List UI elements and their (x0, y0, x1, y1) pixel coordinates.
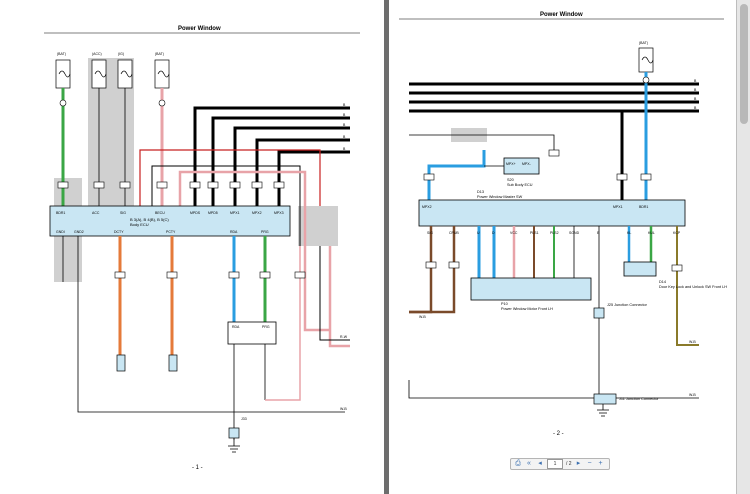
body-ecu-subtitle: Body ECU (130, 222, 149, 227)
zoom-in-icon[interactable]: + (598, 460, 603, 467)
fuse-3 (117, 59, 133, 89)
svg-text:J33: J33 (241, 417, 247, 421)
svg-text:BDR1: BDR1 (56, 211, 65, 215)
sub-body-ecu (503, 157, 540, 175)
svg-text:W-B: W-B (340, 407, 347, 411)
body-ecu-name: B 3(A), B 4(B), B 5(C) (130, 217, 169, 222)
diagram-page-2: Power Window (389, 0, 736, 494)
svg-text:PLS1: PLS1 (530, 231, 539, 235)
svg-text:SIG: SIG (120, 211, 126, 215)
body-ecu-box (49, 205, 291, 237)
svg-text:MPX2: MPX2 (252, 211, 262, 215)
svg-text:SGND: SGND (569, 231, 580, 235)
vertical-scrollbar[interactable] (736, 0, 750, 494)
svg-text:PCTY: PCTY (166, 230, 176, 234)
wiring-diagram-1: (BAT) (ACC) (IG) (BAT) BDR1 ACC SIG BECU… (44, 32, 360, 453)
svg-text:E: E (597, 231, 600, 235)
svg-text:GNDI: GNDI (56, 230, 65, 234)
svg-text:KCP: KCP (673, 231, 681, 235)
svg-text:D13: D13 (477, 190, 484, 194)
svg-text:Power Window Motor Front LH: Power Window Motor Front LH (501, 307, 553, 311)
svg-text:B: B (343, 123, 346, 127)
svg-text:(BAT): (BAT) (639, 41, 648, 45)
svg-text:B: B (694, 106, 697, 110)
svg-text:PRG: PRG (261, 230, 269, 234)
wiring-diagram-2: (BAT) MPX2 MPX1 BDR1 SIG CPUB U D VCC PL… (399, 18, 727, 417)
page-title: Power Window (540, 12, 583, 18)
prev-page-icon[interactable]: ◂ (538, 460, 542, 467)
svg-text:PRG: PRG (262, 325, 270, 329)
fuse-label: (BAT) (57, 52, 66, 56)
svg-text:SIG: SIG (427, 231, 433, 235)
svg-text:VCC: VCC (510, 231, 518, 235)
svg-text:(ACC): (ACC) (92, 52, 102, 56)
svg-text:U: U (477, 231, 480, 235)
page-number: - 1 - (192, 465, 203, 471)
first-page-icon[interactable]: « (527, 460, 531, 467)
svg-text:B: B (343, 135, 346, 139)
svg-text:R-W: R-W (340, 335, 348, 339)
door-control-receiver (227, 321, 277, 345)
svg-text:J11 Junction Connector: J11 Junction Connector (619, 397, 659, 401)
svg-text:D14: D14 (659, 280, 666, 284)
svg-text:ACC: ACC (92, 211, 100, 215)
svg-text:J25 Junction Connector: J25 Junction Connector (607, 303, 648, 307)
door-key-lock-switch (623, 261, 657, 277)
page-divider (384, 0, 389, 494)
svg-text:B: B (343, 103, 346, 107)
zoom-out-icon[interactable]: − (587, 460, 592, 467)
svg-text:MPX2: MPX2 (422, 205, 432, 209)
svg-text:PLS2: PLS2 (550, 231, 559, 235)
svg-text:B: B (694, 88, 697, 92)
fuse-4 (154, 59, 170, 89)
svg-text:MPX1: MPX1 (230, 211, 240, 215)
svg-text:BDR1: BDR1 (639, 205, 648, 209)
svg-text:RDA: RDA (230, 230, 238, 234)
svg-text:KL: KL (627, 231, 631, 235)
svg-text:W-B: W-B (689, 393, 696, 397)
fuse-1 (55, 59, 71, 89)
svg-text:B: B (694, 79, 697, 83)
svg-text:MPX3: MPX3 (274, 211, 284, 215)
svg-text:MPX1: MPX1 (613, 205, 623, 209)
page-number-input[interactable]: 1 (547, 459, 563, 469)
svg-text:P10: P10 (501, 302, 508, 306)
fuse-2 (91, 59, 107, 89)
svg-text:MPX-: MPX- (522, 162, 532, 166)
svg-text:B: B (694, 97, 697, 101)
svg-text:BECU: BECU (155, 211, 165, 215)
svg-text:Door Key Lock and Unlock SW Fr: Door Key Lock and Unlock SW Front LH (659, 285, 727, 289)
diagram-page-1: Power Window (0, 0, 384, 494)
svg-text:(BAT): (BAT) (155, 52, 164, 56)
svg-text:MPX+: MPX+ (506, 162, 516, 166)
pdf-viewer-toolbar: ⎙ « ◂ 1 / 2 ▸ − + (510, 458, 610, 470)
svg-text:MPD5: MPD5 (208, 211, 218, 215)
svg-text:CPUB: CPUB (449, 231, 459, 235)
svg-text:B: B (343, 147, 346, 151)
svg-text:RDA: RDA (232, 325, 240, 329)
svg-text:D: D (492, 231, 495, 235)
svg-text:GND2: GND2 (74, 230, 84, 234)
svg-text:KUL: KUL (648, 231, 655, 235)
svg-text:W-B: W-B (419, 315, 426, 319)
svg-text:DCTY: DCTY (114, 230, 124, 234)
svg-text:MPDS: MPDS (190, 211, 201, 215)
page-number: - 2 - (553, 431, 564, 437)
power-window-motor (470, 277, 592, 301)
page-title: Power Window (178, 26, 221, 32)
next-page-icon[interactable]: ▸ (576, 460, 581, 467)
svg-text:W-B: W-B (689, 340, 696, 344)
svg-text:S20: S20 (507, 178, 514, 182)
master-switch-box (418, 199, 686, 227)
scrollbar-thumb[interactable] (740, 4, 748, 124)
svg-text:Sub Body ECU: Sub Body ECU (507, 183, 533, 187)
page-total: / 2 (566, 461, 572, 467)
svg-text:B: B (343, 113, 346, 117)
svg-text:Power Window Master SW: Power Window Master SW (477, 195, 523, 199)
print-icon[interactable]: ⎙ (515, 460, 521, 467)
svg-text:(IG): (IG) (118, 52, 124, 56)
